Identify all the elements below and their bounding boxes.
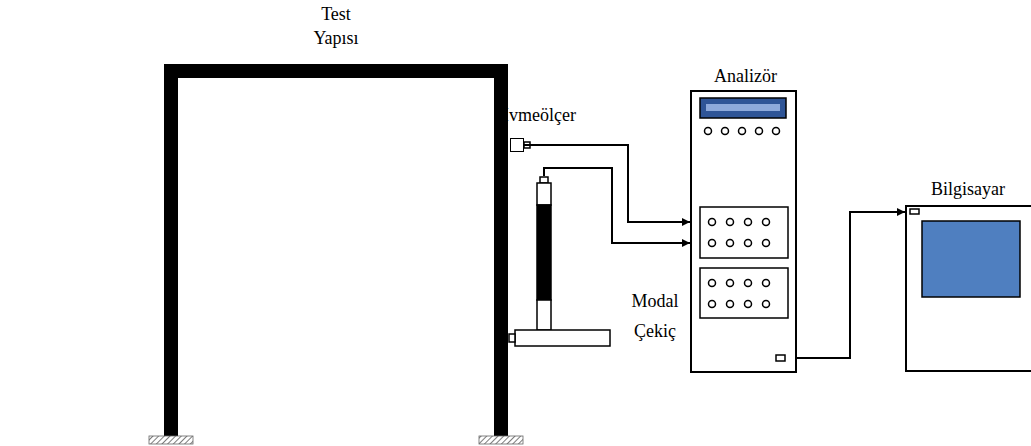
accelerometer: İvmeölçer — [510, 138, 524, 152]
input-module — [700, 268, 788, 318]
node-label: Test Yapısı — [305, 2, 367, 50]
analyzer-buttons — [705, 128, 780, 135]
analyzer-display — [706, 104, 780, 111]
computer: Bilgisayar — [905, 205, 1031, 372]
fixed-support — [479, 436, 523, 444]
signal-cable — [524, 145, 690, 222]
frame-column — [164, 64, 178, 436]
output-port — [776, 355, 785, 361]
fixed-support — [149, 436, 193, 444]
signal-cable — [797, 212, 905, 358]
input-module — [700, 207, 788, 258]
input-channels — [709, 219, 770, 308]
hammer-grip — [537, 205, 551, 300]
screen — [922, 221, 1020, 297]
test-structure: Test Yapısı — [164, 64, 508, 436]
modal-hammer: Modal Çekiç — [508, 176, 610, 346]
node-label: Bilgisayar — [909, 179, 1027, 200]
analyzer-display — [700, 98, 786, 118]
frame-beam — [164, 64, 508, 78]
node-label: Modal Çekiç — [624, 286, 686, 346]
analyzer-panel — [700, 98, 788, 361]
analyzer: Analizör — [690, 90, 797, 373]
signal-cable — [544, 168, 690, 243]
hammer-handle — [537, 300, 551, 330]
computer-screen — [910, 209, 1020, 297]
hammer-head — [515, 330, 610, 346]
input-port — [910, 209, 919, 214]
node-label: Analizör — [692, 66, 799, 87]
frame — [164, 64, 508, 436]
modal-hammer — [509, 177, 610, 346]
hammer-handle — [537, 183, 551, 205]
node-label: İvmeölçer — [503, 105, 603, 126]
hammer-connector — [540, 177, 548, 183]
hammer-tip — [509, 334, 515, 342]
